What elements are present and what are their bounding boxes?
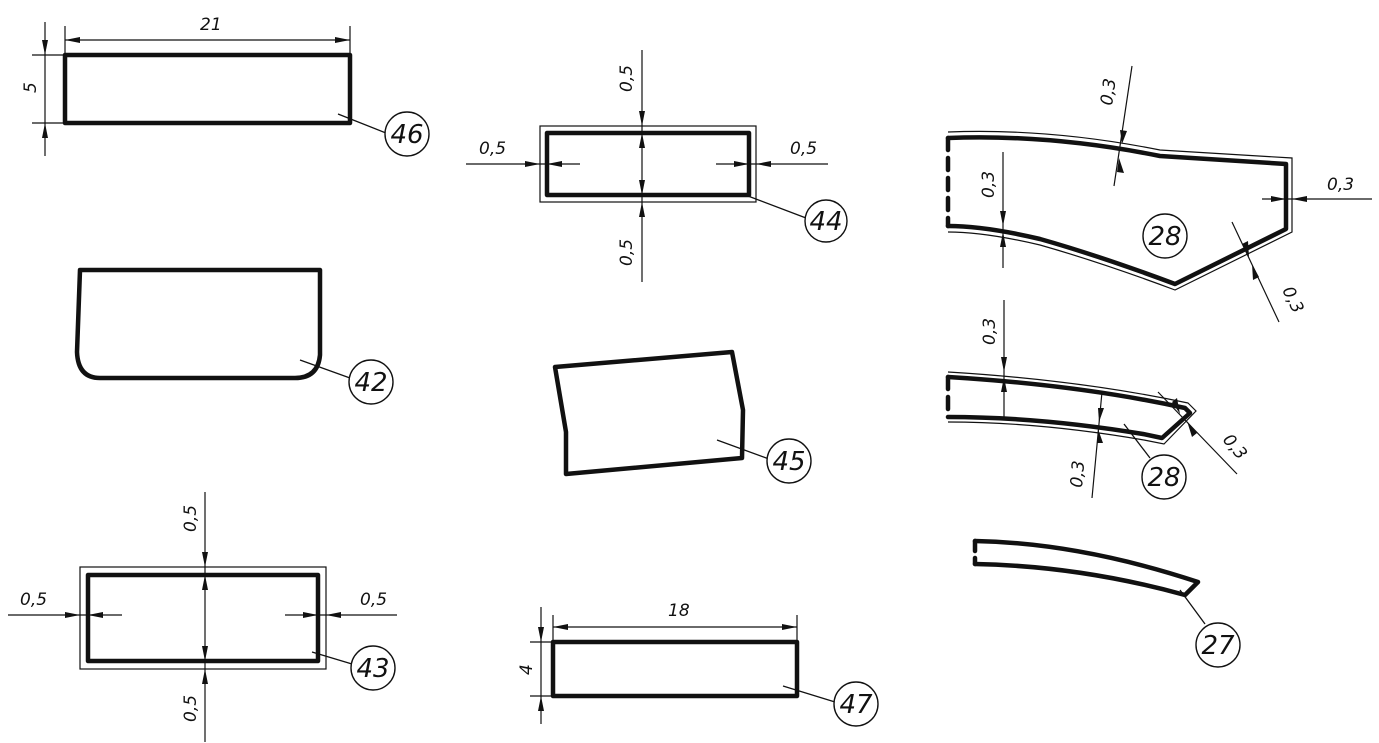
part-28-lower-allowance [947,371,1197,445]
dim-44-top-text: 0,5 [617,65,637,92]
dim-18-text: 18 [668,601,690,621]
dim-44-left-text: 0,5 [479,139,506,159]
dim-21-text: 21 [200,15,222,35]
part-43: 0,5 0,5 0,5 0,5 43 [8,492,397,742]
balloon-44-text: 44 [809,207,842,237]
balloon-47 [833,681,879,727]
balloon-46-text: 46 [390,120,423,150]
balloon-28-lower [1141,454,1187,500]
balloon-43-text: 43 [356,654,389,684]
balloon-28-upper [1142,213,1188,259]
balloon-27 [1195,622,1241,668]
part-43-outline [85,572,321,664]
balloon-45-text: 45 [772,447,805,477]
dim-43-top-text: 0,5 [181,505,201,532]
dim-28a-top-text: 0,3 [1097,77,1121,107]
dim-43-left-text: 0,5 [20,590,47,610]
balloon-28-upper-text: 28 [1148,222,1181,252]
part-44: 0,5 0,5 0,5 0,5 44 [466,50,848,282]
part-28-lower: 0,3 0,3 0,3 28 [945,300,1251,500]
dim-28a-left-text: 0,3 [979,171,999,198]
dim-28b-bottom-text: 0,3 [1067,460,1089,489]
balloon-28-lower-text: 28 [1147,463,1180,493]
balloon-27-text: 27 [1201,631,1235,661]
balloon-44 [804,199,848,243]
part-43-allowance [79,566,327,670]
dim-28a-corner-text: 0,3 [1278,283,1308,316]
part-28-upper: 0,3 0,3 0,3 0,3 28 [945,65,1372,323]
dim-44-bottom-text: 0,5 [617,239,637,266]
balloon-45 [766,438,812,484]
part-28-lower-outline [945,374,1193,441]
dim-28b-top-text: 0,3 [980,318,1000,345]
balloon-46 [384,111,430,157]
part-27-outline [972,538,1201,598]
part-42-outline [74,267,323,381]
part-28-upper-allowance [947,130,1293,291]
part-42: 42 [74,267,394,405]
part-45: 45 [552,349,812,484]
dim-5-text: 5 [21,82,41,93]
part-47: 18 4 47 [517,601,879,727]
dim-44-right-text: 0,5 [790,139,817,159]
balloon-42-text: 42 [354,368,387,398]
dim-43-bottom-text: 0,5 [181,695,201,722]
part-27: 27 [972,538,1241,668]
balloon-42 [348,359,394,405]
balloon-43 [350,645,396,691]
balloon-47-text: 47 [839,690,873,720]
part-46-outline [62,52,353,126]
part-28-upper-outline [945,135,1289,287]
dim-43-right-text: 0,5 [360,590,387,610]
part-47-outline [550,639,800,699]
dim-28a-right-text: 0,3 [1327,175,1354,195]
dim-4-text: 4 [517,664,537,675]
part-45-outline [552,349,746,477]
part-46: 21 5 46 [21,15,430,157]
